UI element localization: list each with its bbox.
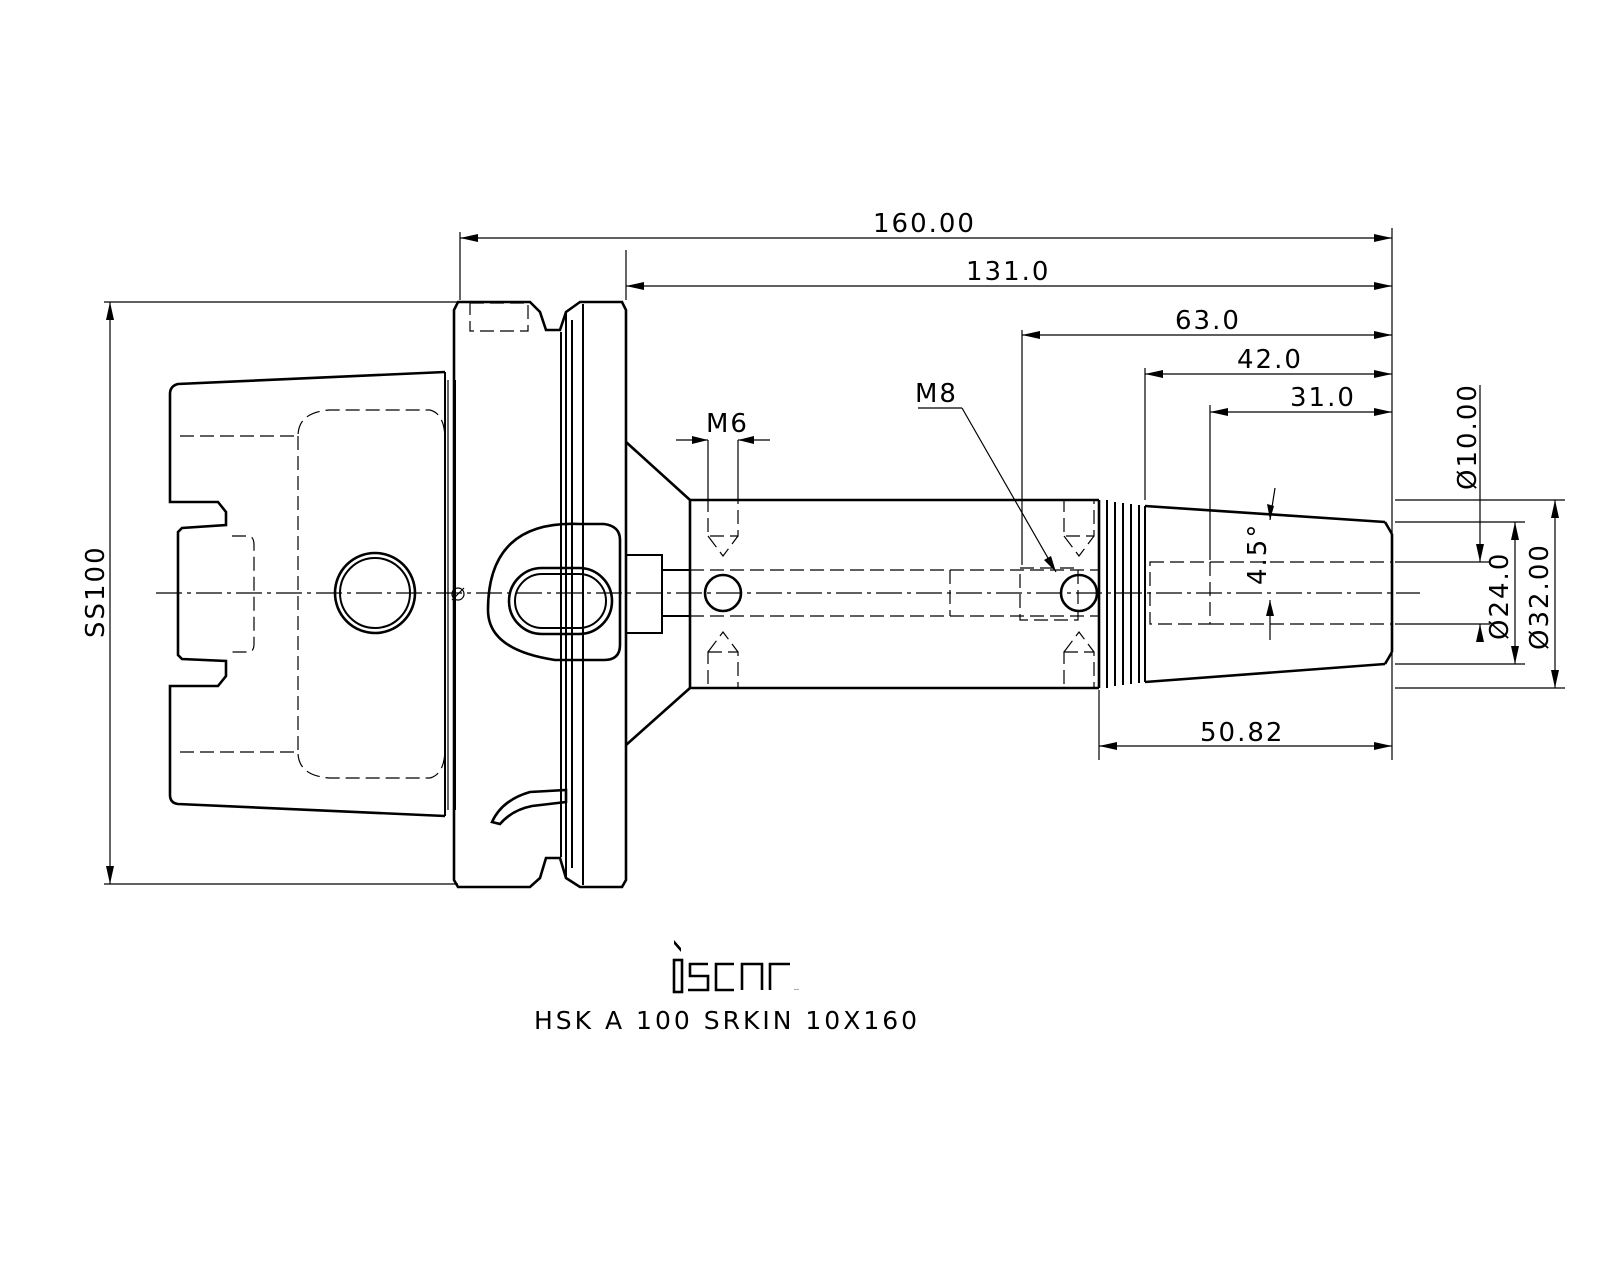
dim-taper-angle: 4.5°: [1243, 523, 1273, 585]
dim-shank-length: 131.0: [966, 257, 1050, 287]
dim-length-31: 31.0: [1290, 383, 1356, 413]
iscar-logo-text: iscar: [794, 988, 799, 991]
dim-thread-length: 50.82: [1200, 718, 1284, 748]
dim-bore-diameter: Ø10.00: [1453, 383, 1483, 490]
callout-m6: M6: [706, 409, 749, 439]
dim-length-42: 42.0: [1237, 345, 1303, 375]
iscar-logo-icon: iscar: [672, 940, 799, 994]
dim-overall-length: 160.00: [873, 209, 976, 239]
shank-body: [625, 441, 1394, 746]
product-code: HSK A 100 SRKIN 10X160: [534, 1006, 920, 1035]
hsk-taper-shank: [168, 370, 446, 818]
dim-diameter-32: Ø32.00: [1525, 543, 1555, 650]
dimension-lines: [104, 228, 1565, 885]
callout-m8: M8: [915, 379, 958, 409]
dim-diameter-24: Ø24.0: [1485, 552, 1515, 640]
drive-slot: [486, 522, 622, 662]
orientation-slot: [507, 566, 614, 636]
dim-length-63: 63.0: [1175, 306, 1241, 336]
flange: [447, 300, 628, 889]
dim-flange-size: SS100: [81, 545, 111, 638]
